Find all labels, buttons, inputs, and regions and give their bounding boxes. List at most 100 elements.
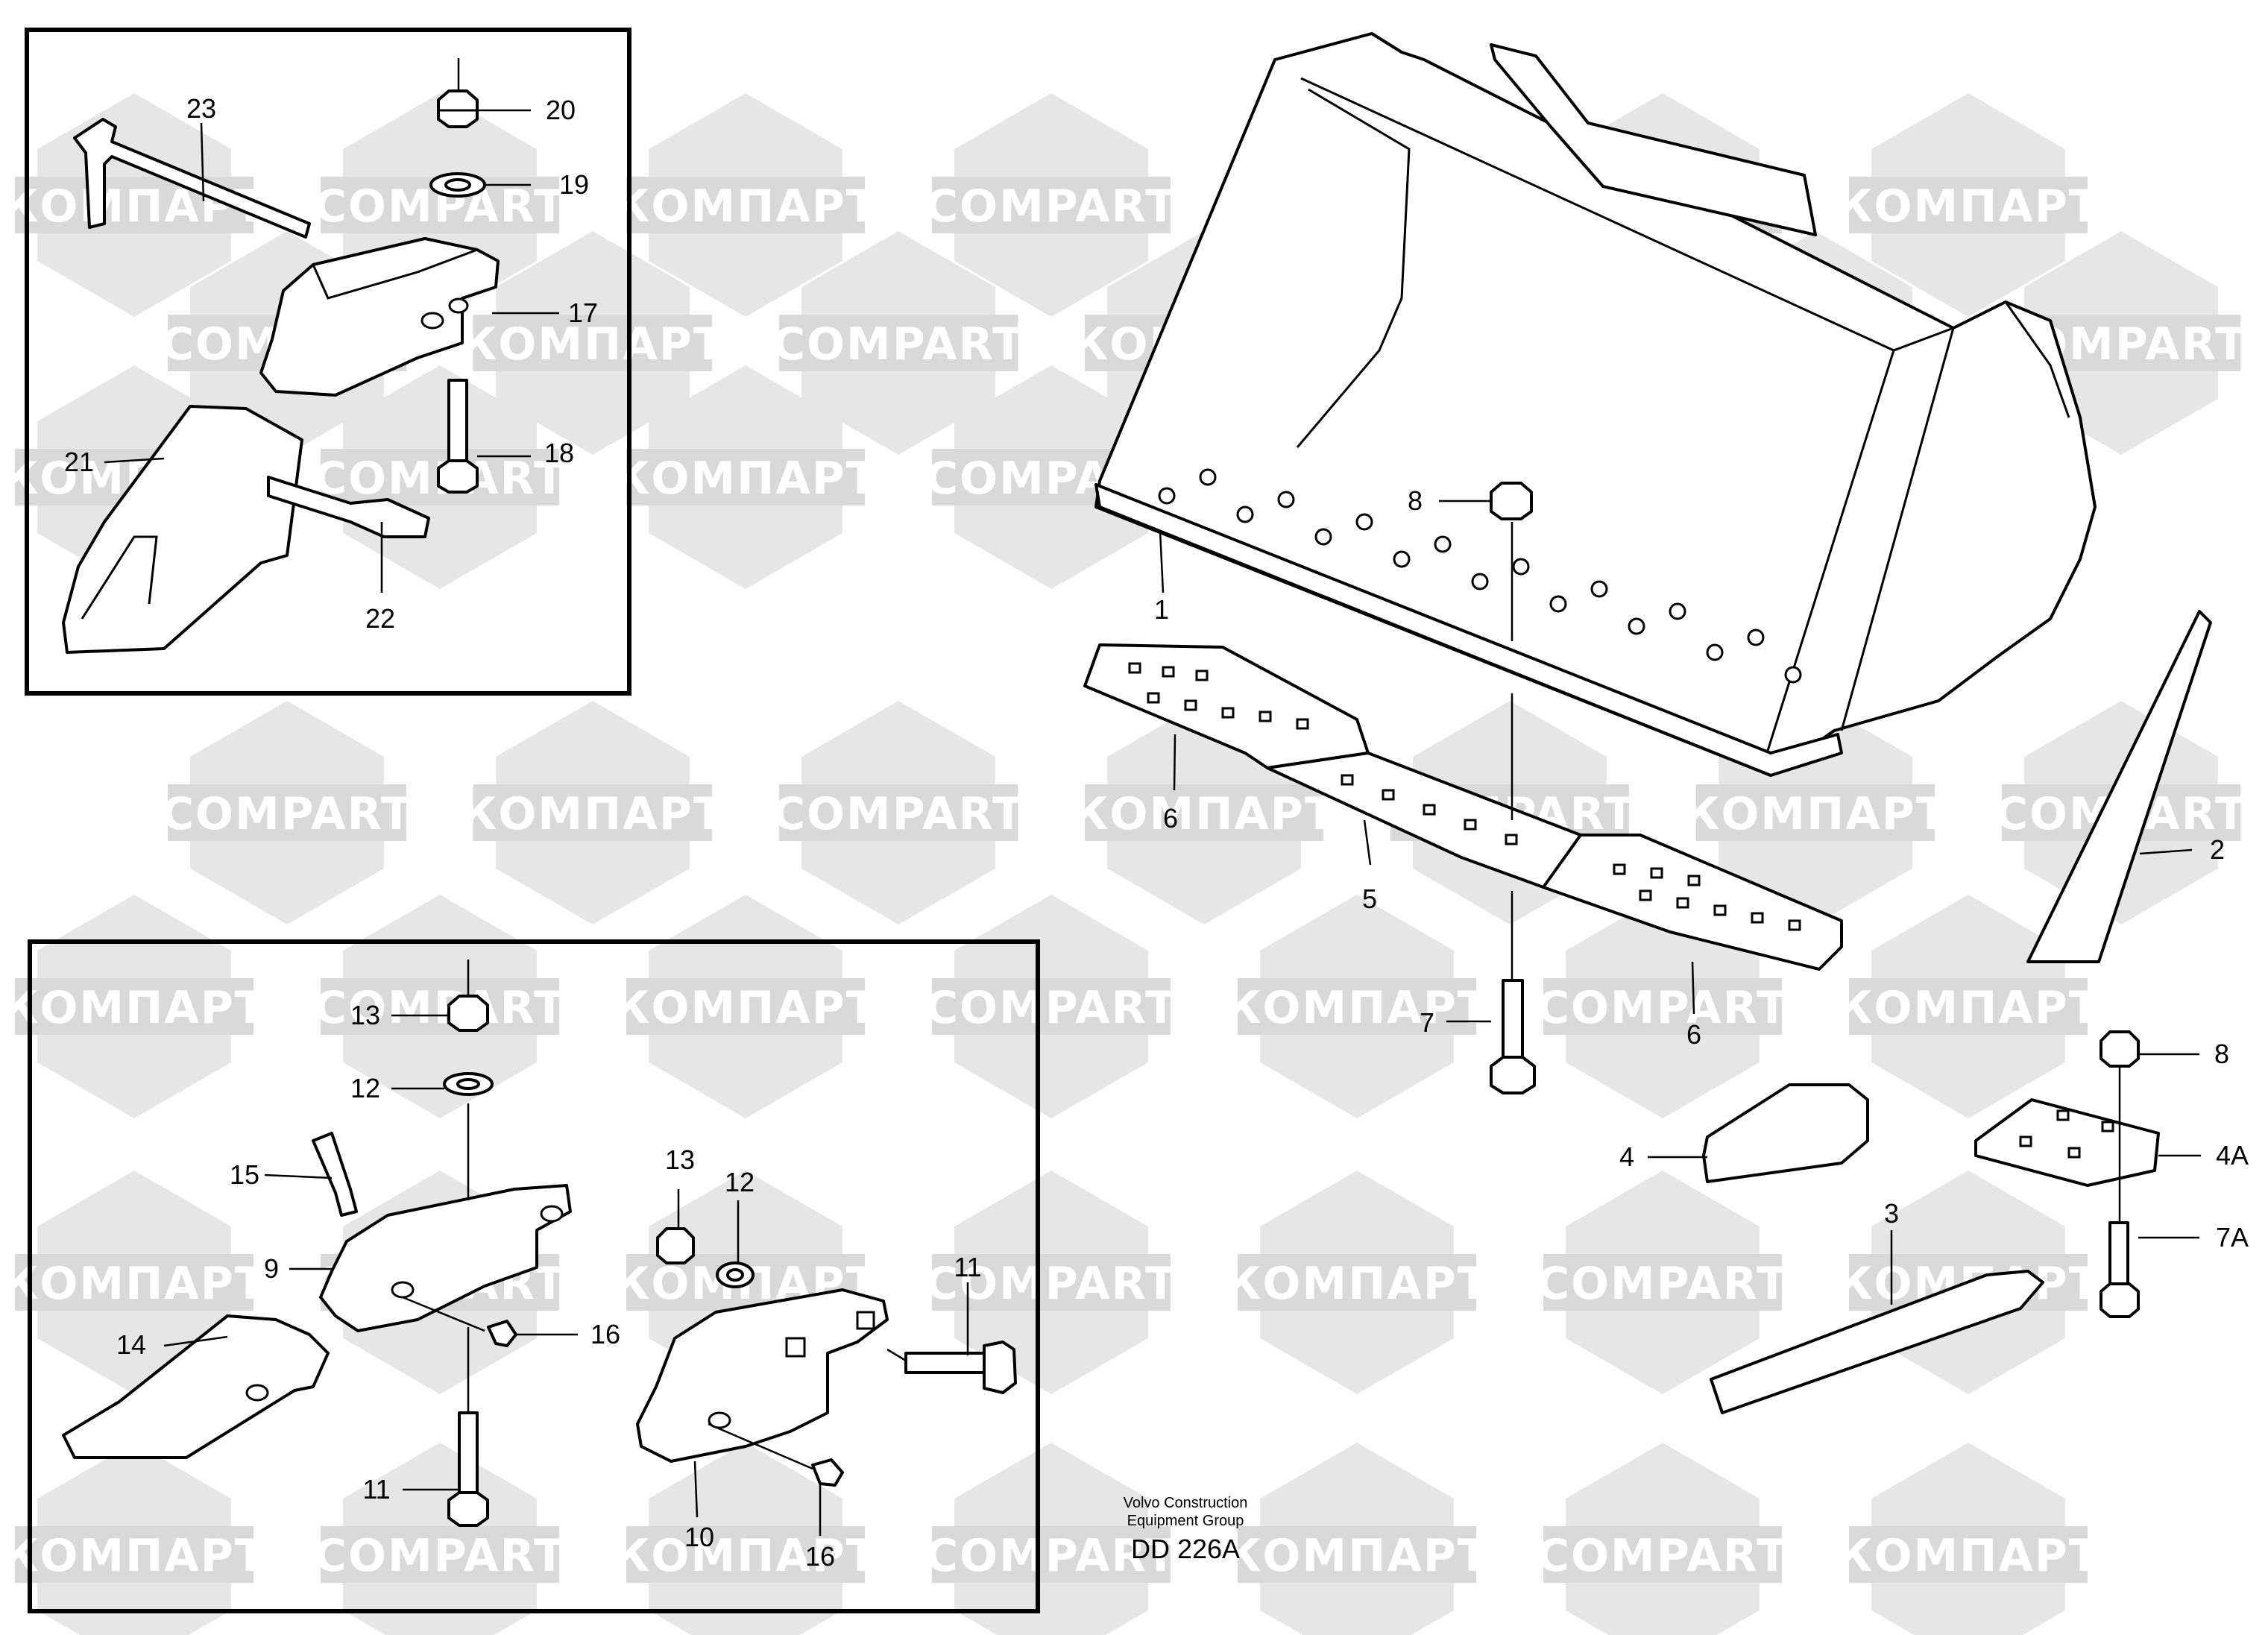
callout-13-a: 13 — [350, 1000, 380, 1030]
callout-7A: 7A — [2216, 1222, 2249, 1253]
watermark-band — [168, 784, 406, 841]
watermark-band — [1238, 1526, 1476, 1583]
callouts-main-assembly: 1 8 6 5 7 6 2 8 4A 7A 4 3 — [1154, 485, 2249, 1253]
watermark-text: COMPART — [925, 1530, 1177, 1582]
callout-5: 5 — [1362, 883, 1377, 914]
callout-6-right: 6 — [1686, 1019, 1701, 1050]
watermark-text: КОМПАРТ — [1836, 982, 2100, 1034]
segment-right-holes — [1613, 863, 1801, 931]
watermark-band — [15, 978, 253, 1035]
watermark-band — [1085, 784, 1323, 841]
watermark: КОМПАРТ — [1836, 1443, 2100, 1635]
watermark-text: COMPART — [925, 180, 1177, 233]
callout-7: 7 — [1420, 1007, 1434, 1038]
part-23-pin — [73, 118, 311, 239]
watermark-band — [1849, 978, 2088, 1035]
callout-17: 17 — [568, 297, 598, 328]
watermark-text: COMPART — [314, 1530, 566, 1582]
watermark: КОМПАРТ — [613, 93, 878, 317]
watermark: COMPART — [772, 231, 1023, 455]
part-9-adapter — [319, 1184, 572, 1332]
part-4A-plate — [1974, 1098, 2160, 1187]
callout-6-left: 6 — [1163, 803, 1178, 834]
watermark: COMPART — [925, 1443, 1177, 1635]
part-7-bolt — [1490, 979, 1536, 1094]
part-4-plate — [1702, 1083, 1869, 1183]
watermark-text: КОМПАРТ — [1683, 788, 1947, 840]
part-21-tooth — [62, 405, 303, 654]
watermark-text: КОМПАРТ — [460, 318, 725, 371]
watermark: COMPART — [772, 701, 1023, 924]
watermark-band — [626, 1526, 865, 1583]
watermark-text: КОМПАРТ — [613, 180, 878, 233]
watermark-text: КОМПАРТ — [1071, 788, 1336, 840]
watermark-band — [473, 784, 712, 841]
watermark-band — [626, 449, 865, 505]
callout-4A: 4A — [2216, 1140, 2249, 1171]
watermark-band — [1238, 978, 1476, 1035]
callout-20: 20 — [546, 95, 576, 125]
watermark-band — [1849, 1526, 2088, 1583]
inset-frame-top — [25, 28, 631, 696]
watermark: COMPART — [925, 895, 1177, 1118]
leader-lines — [104, 58, 2201, 1536]
watermark-text: COMPART — [1537, 1530, 1789, 1582]
part-16-screw-b — [811, 1458, 844, 1487]
watermark-band — [1238, 1254, 1476, 1311]
watermark-text: COMPART — [1537, 982, 1789, 1034]
watermark: КОМПАРТ — [1, 1443, 266, 1635]
part-7A-bolt — [2100, 1221, 2140, 1318]
watermark-band — [15, 1526, 253, 1583]
part-16-screw-a — [487, 1320, 517, 1347]
callout-11-b: 11 — [954, 1252, 981, 1282]
watermark: КОМПАРТ — [1224, 1443, 1489, 1635]
watermark: COMPART — [1537, 1443, 1789, 1635]
watermark-band — [779, 784, 1018, 841]
watermark-band — [626, 177, 865, 233]
part-6-segment-left — [1083, 643, 1370, 769]
watermark-band — [779, 315, 1018, 371]
watermark: КОМПАРТ — [1, 895, 266, 1118]
callouts-bottom-inset: 13 12 15 9 14 11 13 12 16 11 10 16 — [116, 1000, 982, 1572]
callout-13-b: 13 — [665, 1144, 695, 1175]
callout-11-a: 11 — [362, 1474, 390, 1505]
callout-8-right: 8 — [2214, 1039, 2229, 1069]
callout-21: 21 — [64, 447, 94, 477]
watermark-text: КОМПАРТ — [613, 453, 878, 505]
part-11-bolt-b — [904, 1341, 1017, 1394]
watermark-text: КОМПАРТ — [1836, 1530, 2100, 1582]
watermark-text: КОМПАРТ — [613, 982, 878, 1034]
watermark: КОМПАРТ — [1836, 93, 2100, 317]
part-11-bolt-a — [447, 1411, 489, 1527]
watermark: КОМПАРТ — [1224, 1171, 1488, 1394]
callout-12-a: 12 — [350, 1073, 380, 1103]
part-3-strip — [1710, 1270, 2044, 1414]
part-19-washer — [429, 172, 486, 198]
credit-line-1: Volvo Construction — [1124, 1495, 1248, 1511]
callouts-top-inset: 23 20 19 17 18 21 22 — [64, 93, 598, 634]
watermark-text: КОМПАРТ — [1, 1530, 266, 1582]
watermark-band — [932, 1526, 1171, 1583]
bucket-bolt-holes — [1158, 468, 1802, 684]
inset-frame-bottom — [28, 939, 1040, 1613]
part-13-nut-a — [447, 995, 489, 1032]
callout-15: 15 — [230, 1159, 259, 1190]
watermark-text: КОМПАРТ — [1, 1258, 266, 1310]
watermark-text: COMPART — [925, 982, 1177, 1034]
watermark: КОМПАРТ — [460, 231, 725, 455]
callout-12-b: 12 — [725, 1167, 755, 1197]
callout-19: 19 — [559, 169, 589, 200]
credit-block: Volvo Construction Equipment Group DD 22… — [1124, 1495, 1248, 1564]
watermark-band — [1543, 978, 1782, 1035]
part-8-nut-right — [2100, 1030, 2140, 1068]
part-13-nut-b — [656, 1227, 695, 1264]
callout-2: 2 — [2210, 834, 2225, 865]
watermark-text: КОМПАРТ — [1224, 1530, 1489, 1582]
part-1-bucket — [1094, 32, 2097, 777]
watermark-text: КОМПАРТ — [1, 982, 266, 1034]
watermark-text: КОМПАРТ — [1836, 180, 2100, 233]
callout-1: 1 — [1154, 594, 1169, 625]
part-15-retainer — [312, 1132, 358, 1217]
watermark-text: КОМПАРТ — [460, 788, 725, 840]
